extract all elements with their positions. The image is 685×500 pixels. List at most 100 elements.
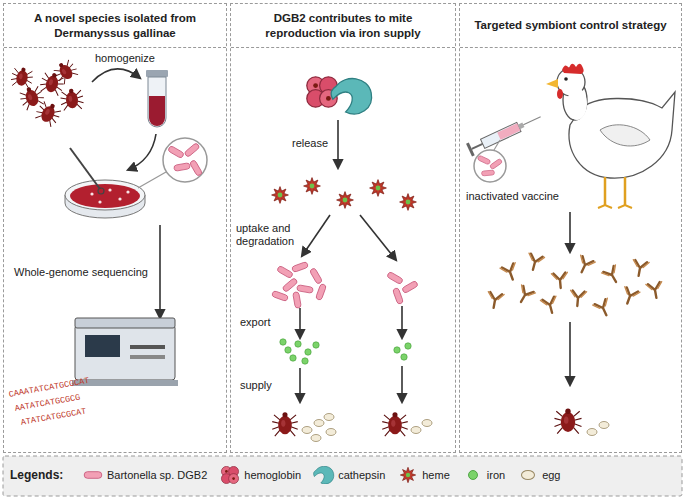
mite-many-eggs-part [272, 412, 298, 436]
legend-symbol [401, 467, 416, 482]
magnifier-view-part [494, 140, 500, 150]
mite-cluster-part [18, 84, 46, 111]
antibody-group-part [593, 298, 614, 318]
bacteria-few-part [392, 287, 403, 304]
antibody-group-part [486, 292, 504, 310]
magnifier-view-part [168, 145, 185, 158]
step-label: uptake and degradation [236, 222, 316, 248]
magnifier-view-part [174, 163, 191, 172]
step-label: Whole-genome sequencing [14, 266, 159, 279]
iron-few [394, 343, 411, 360]
mite-few-eggs-part [422, 420, 432, 427]
mite-many-eggs-part [324, 414, 334, 421]
bacteria-many-part [315, 283, 326, 300]
antibody-group-part [646, 282, 664, 300]
process-arrow [360, 215, 396, 260]
heme-group-part [400, 194, 417, 211]
sequencer-part [130, 355, 165, 359]
sequencer-part [85, 335, 120, 357]
mite-few-eggs [382, 412, 432, 436]
process-arrow [299, 308, 301, 338]
petri-dish-part [70, 148, 100, 189]
process-arrow [159, 225, 161, 318]
legend-entry: hemoglobin [219, 466, 301, 484]
bacteria-many-part [297, 285, 314, 294]
legend-entry: Bartonella sp. DGB2 [82, 466, 207, 484]
syringe-part [497, 123, 520, 140]
syringe-part [466, 143, 475, 157]
magnifier-view-part [163, 138, 207, 182]
test-tube-part [146, 70, 168, 77]
process-arrow [92, 69, 140, 82]
legend-heading: Legends: [10, 468, 80, 482]
chicken-part [546, 79, 558, 88]
process-arrow [128, 134, 156, 170]
chicken-part [562, 64, 584, 74]
sequencer [72, 318, 178, 386]
antibody-group-part [574, 255, 595, 275]
mite-few-eggs-part [382, 412, 408, 436]
step-label: homogenize [95, 52, 175, 65]
chicken [546, 64, 675, 208]
antibody-group-part [500, 263, 520, 283]
legend-bar [3, 456, 682, 496]
legend-symbol [314, 466, 334, 484]
syringe-part [523, 117, 540, 125]
panel-heading: DGB2 contributes to mite reproduction vi… [231, 4, 455, 48]
mite-cluster-part [33, 99, 63, 128]
mite-cluster-part [51, 57, 79, 85]
legend-symbol [84, 472, 102, 479]
legend-text: iron [487, 469, 505, 481]
magnifier-view-part [481, 170, 494, 176]
petri-dish-part [70, 184, 140, 208]
step-label: export [240, 316, 290, 329]
antibody-group [486, 253, 665, 318]
petri-dish-part [98, 188, 104, 194]
antibody-group-part [602, 265, 623, 286]
magnifier-view-part [189, 160, 202, 177]
magnifier-view-part [477, 155, 491, 165]
step-label: release [292, 137, 337, 150]
legend-icon [517, 466, 539, 484]
magnifier-view [138, 138, 207, 188]
test-tube [146, 70, 168, 127]
cathepsin [331, 79, 371, 115]
legend-entry: egg [517, 466, 560, 484]
mite-few-eggs-part [411, 427, 421, 434]
bacteria-many-part [271, 290, 288, 301]
process-arrow [299, 368, 301, 402]
process-arrow [569, 212, 571, 252]
chicken-part [557, 89, 563, 99]
petri-dish-part [118, 197, 121, 200]
antibody-group-part [525, 253, 544, 272]
legend-entry: cathepsin [313, 466, 385, 484]
bacteria-many-part [277, 265, 294, 278]
iron-few-part [405, 343, 411, 349]
step-label: inactivated vaccine [466, 190, 576, 203]
mite-few-eggs-part [587, 429, 597, 436]
iron-few-part [394, 347, 400, 353]
antibody-group-part [514, 285, 535, 306]
iron-many-part [290, 355, 296, 361]
process-arrow [401, 366, 403, 402]
iron-many [280, 339, 319, 364]
syringe-part [518, 123, 525, 130]
mite-many-eggs [272, 412, 336, 441]
petri-dish-part [126, 190, 129, 193]
legend-icon [397, 466, 419, 484]
antibody-group-part [551, 272, 568, 288]
chicken-part [564, 77, 568, 81]
iron-many-part [295, 341, 301, 347]
bacteria-many-part [309, 268, 322, 285]
mite-many-eggs-part [302, 427, 312, 434]
petri-dish-part [98, 200, 101, 203]
bacteria-many-part [291, 261, 308, 272]
mite-many-eggs-part [311, 435, 321, 442]
iron-many-part [285, 347, 291, 353]
legend-row: Bartonella sp. DGB2hemoglobincathepsinhe… [82, 466, 677, 484]
heme-group-part [370, 180, 387, 197]
legend-entry: iron [462, 466, 505, 484]
chicken-part [605, 177, 625, 205]
legend-text: hemoglobin [244, 469, 301, 481]
